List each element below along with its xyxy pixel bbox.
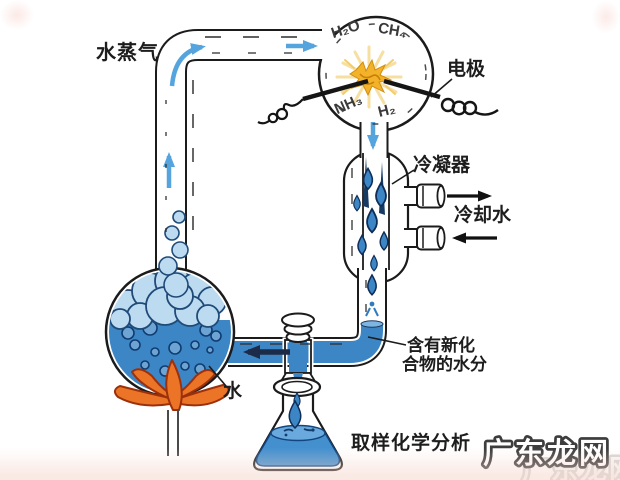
label-condenser: 冷凝器	[413, 155, 471, 176]
label-cooling-water: 冷却水	[454, 205, 512, 226]
label-new-compound-line1: 含有新化	[407, 336, 475, 355]
label-sampling-analysis: 取样化学分析	[351, 433, 472, 454]
label-electrode: 电极	[447, 59, 486, 80]
label-new-compound-line2: 合物的水分	[402, 355, 487, 375]
label-water-vapor: 水蒸气	[96, 42, 159, 64]
cooling-water-ports	[398, 183, 446, 251]
burner-flame	[114, 359, 230, 411]
electrode-right	[383, 78, 499, 116]
trap-water	[224, 301, 384, 363]
electric-spark	[335, 45, 403, 109]
steam-in-neck	[158, 210, 189, 298]
label-new-compound-water: 含有新化 合物的水分	[402, 336, 487, 374]
watermark-text: 广东龙网	[483, 436, 611, 470]
label-water: 水	[223, 381, 243, 402]
electrode-left	[257, 78, 369, 125]
label-pointer-lines	[208, 78, 453, 387]
gas-flow-arrows	[163, 40, 379, 188]
cooling-water-flow-arrows	[447, 190, 497, 244]
tube-highlight-dashes	[165, 23, 427, 345]
